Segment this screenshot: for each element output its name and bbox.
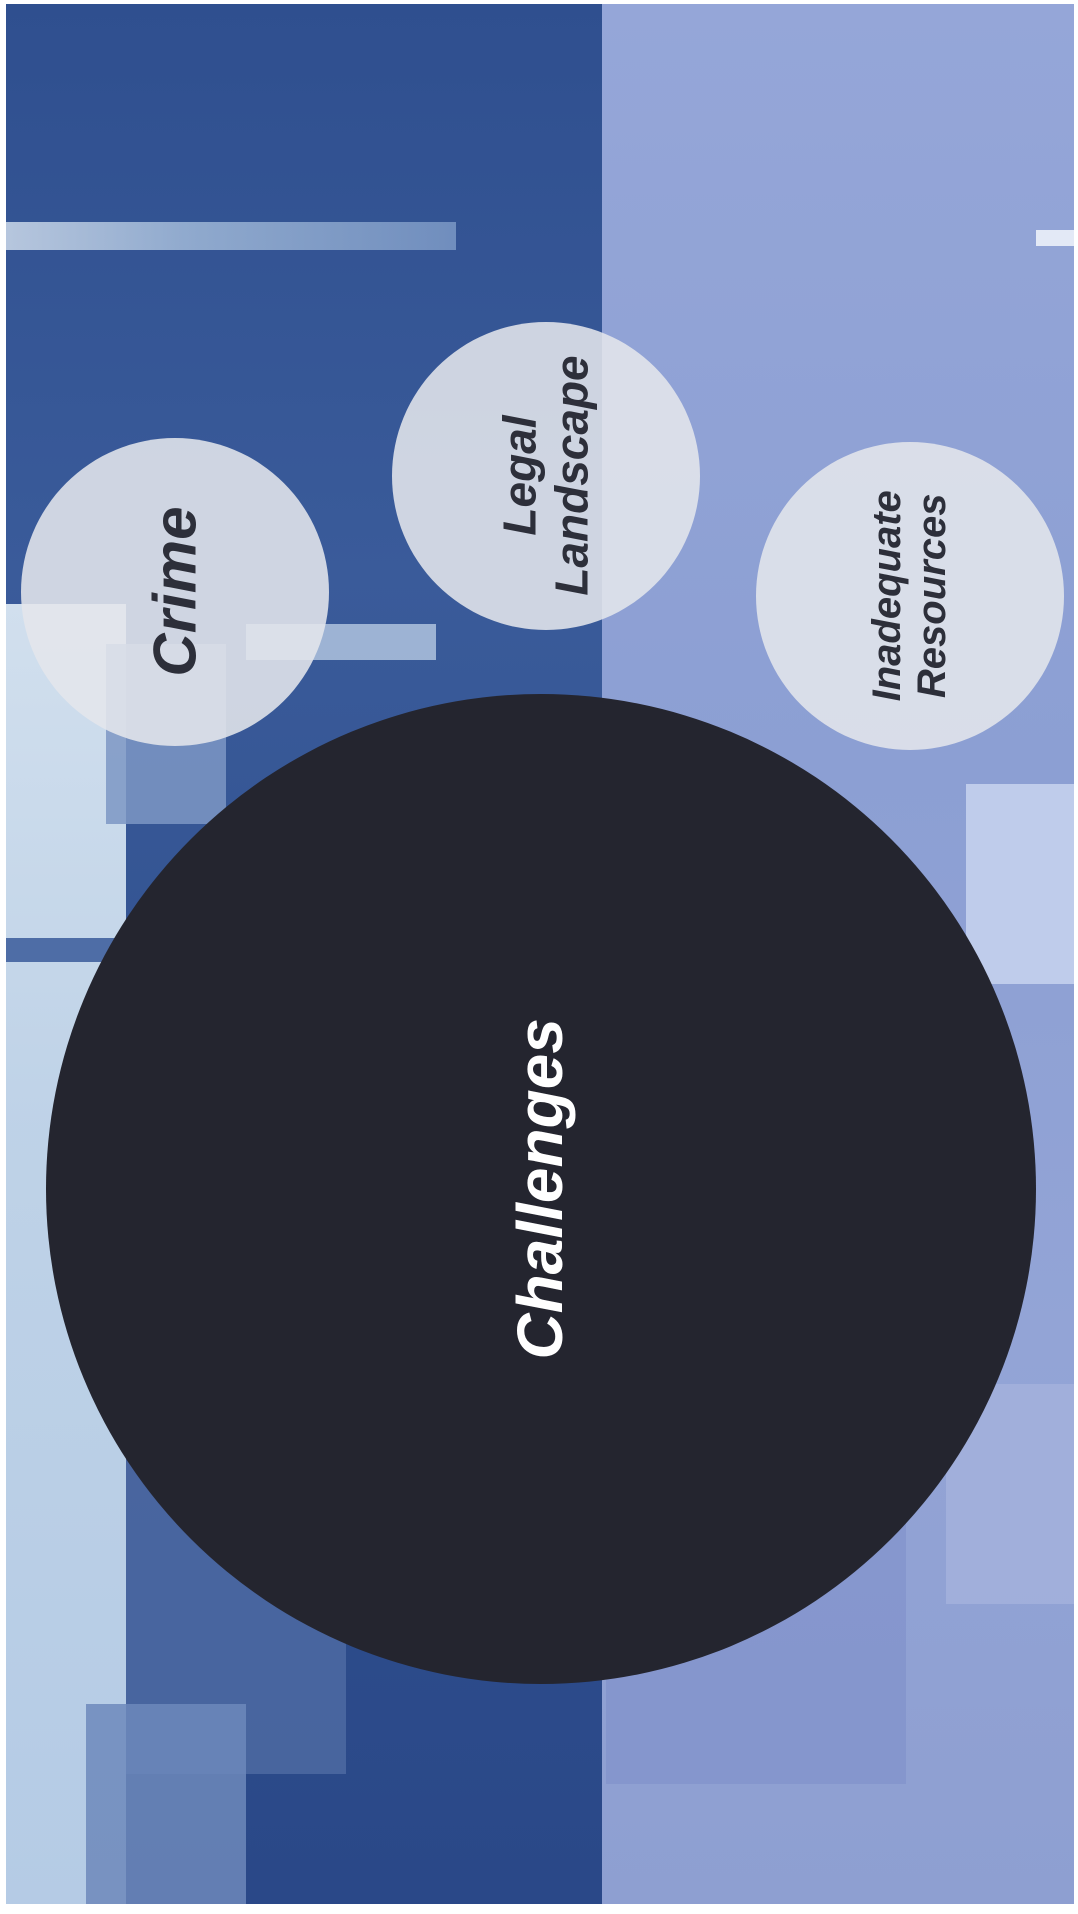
node-legal-landscape-label: Legal Landscape [493, 355, 597, 597]
slide: Crime Legal Landscape Inadequate Resourc… [6, 4, 1074, 1904]
center-node-label: Challenges [504, 1018, 577, 1360]
background-building [86, 1704, 246, 1904]
node-crime-label: Crime [141, 506, 209, 678]
background-spire [6, 222, 456, 250]
center-node-challenges: Challenges [46, 694, 1036, 1684]
node-inadequate-resources-label: Inadequate Resources [865, 490, 954, 702]
node-crime: Crime [21, 438, 329, 746]
background-building [966, 784, 1074, 984]
background-building-detail [1036, 230, 1074, 246]
node-inadequate-resources: Inadequate Resources [756, 442, 1064, 750]
node-legal-landscape: Legal Landscape [392, 322, 700, 630]
